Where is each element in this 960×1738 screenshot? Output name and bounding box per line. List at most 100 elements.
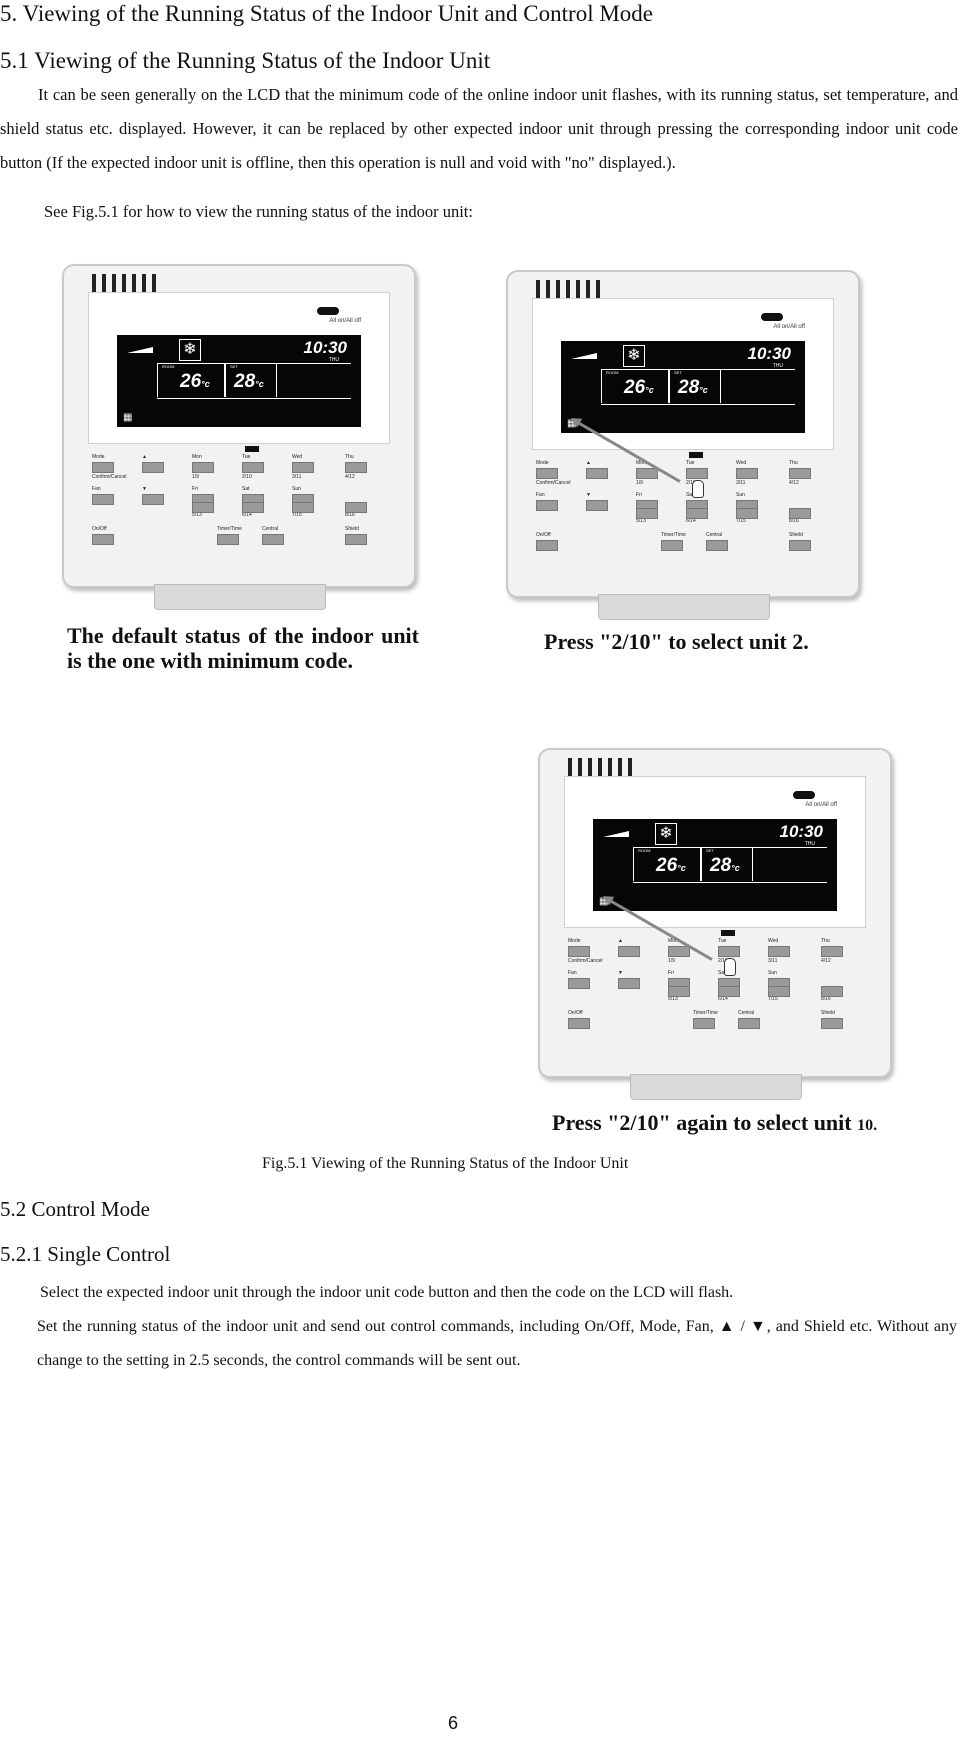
key-label-central: Central — [262, 526, 279, 532]
key-label-thu: Thu — [789, 460, 798, 466]
button-mode[interactable] — [536, 468, 558, 479]
set-temperature: 28°c — [710, 855, 740, 876]
button-up[interactable] — [586, 468, 608, 479]
key-label-b3_11: 3/11 — [768, 958, 778, 964]
button-timer[interactable] — [661, 540, 683, 551]
button-wed[interactable] — [768, 946, 790, 957]
key-label-onoff: On/Off — [92, 526, 107, 532]
paragraph-select-unit: Select the expected indoor unit through … — [40, 1284, 734, 1301]
button-tue[interactable] — [242, 462, 264, 473]
pressing-hand-icon — [724, 958, 736, 976]
button-onoff[interactable] — [536, 540, 558, 551]
button-day-row2[interactable] — [789, 508, 811, 519]
button-day-row2[interactable] — [345, 502, 367, 513]
button-day-row2[interactable] — [668, 986, 690, 997]
key-label-mode: Mode — [536, 460, 549, 466]
key-label-b2_10: 2/10 — [242, 474, 252, 480]
room-label: ROOM — [638, 848, 651, 853]
button-thu[interactable] — [821, 946, 843, 957]
button-fan[interactable] — [536, 500, 558, 511]
button-tue[interactable] — [686, 468, 708, 479]
button-mode[interactable] — [568, 946, 590, 957]
wall-mount-stand — [598, 594, 770, 620]
button-shield[interactable] — [821, 1018, 843, 1029]
key-label-sat: Sat — [718, 970, 726, 976]
key-label-fri: Fri — [192, 486, 198, 492]
key-label-b1_9: 1/9 — [668, 958, 675, 964]
button-central[interactable] — [706, 540, 728, 551]
see-figure-text: See Fig.5.1 for how to view the running … — [44, 202, 473, 221]
button-wed[interactable] — [292, 462, 314, 473]
button-tue[interactable] — [718, 946, 740, 957]
button-up[interactable] — [142, 462, 164, 473]
key-label-b4_12: 4/12 — [821, 958, 831, 964]
button-central[interactable] — [262, 534, 284, 545]
key-label-thu: Thu — [345, 454, 354, 460]
button-mon[interactable] — [668, 946, 690, 957]
room-label: ROOM — [606, 370, 619, 375]
lcd-day: THU — [804, 841, 815, 847]
button-fan[interactable] — [92, 494, 114, 505]
button-shield[interactable] — [789, 540, 811, 551]
button-down[interactable] — [586, 500, 608, 511]
caption-select-unit-10: Press "2/10" again to select unit 10. — [552, 1110, 878, 1135]
button-thu[interactable] — [345, 462, 367, 473]
paragraph-send-commands: Set the running status of the indoor uni… — [37, 1318, 957, 1369]
button-wed[interactable] — [736, 468, 758, 479]
button-day-row2[interactable] — [292, 502, 314, 513]
button-day-row2[interactable] — [192, 502, 214, 513]
key-label-tue: Tue — [242, 454, 251, 460]
all-on-off-indicator — [317, 307, 339, 315]
key-label-sun: Sun — [736, 492, 745, 498]
button-up[interactable] — [618, 946, 640, 957]
button-onoff[interactable] — [568, 1018, 590, 1029]
button-central[interactable] — [738, 1018, 760, 1029]
button-timer[interactable] — [693, 1018, 715, 1029]
key-label-central: Central — [738, 1010, 755, 1016]
button-day-row2[interactable] — [686, 508, 708, 519]
key-label-shield: Shield — [789, 532, 803, 538]
key-label-sat: Sat — [686, 492, 694, 498]
button-onoff[interactable] — [92, 534, 114, 545]
key-label-onoff: On/Off — [536, 532, 551, 538]
caption-default-status: The default status of the indoor unit is… — [67, 623, 419, 673]
fan-speed-icon — [127, 347, 153, 353]
set-temperature: 28°c — [234, 371, 264, 392]
lcd-time: 10:30 — [747, 344, 791, 363]
page-number: 6 — [448, 1713, 459, 1733]
key-label-b6_14: 6/14 — [686, 518, 696, 524]
key-label-fri: Fri — [636, 492, 642, 498]
button-thu[interactable] — [789, 468, 811, 479]
key-label-timer: Timer/Time — [693, 1010, 718, 1016]
key-label-wed: Wed — [292, 454, 303, 460]
button-down[interactable] — [618, 978, 640, 989]
button-mon[interactable] — [192, 462, 214, 473]
key-label-mode: Mode — [568, 938, 581, 944]
button-day-row2[interactable] — [736, 508, 758, 519]
button-day-row2[interactable] — [718, 986, 740, 997]
button-day-row2[interactable] — [768, 986, 790, 997]
button-down[interactable] — [142, 494, 164, 505]
button-fan[interactable] — [568, 978, 590, 989]
key-label-b7_15: 7/15 — [768, 996, 778, 1002]
button-mon[interactable] — [636, 468, 658, 479]
set-label: SET — [230, 364, 238, 369]
button-timer[interactable] — [217, 534, 239, 545]
button-day-row2[interactable] — [821, 986, 843, 997]
vent-slots — [536, 280, 600, 298]
button-day-row2[interactable] — [636, 508, 658, 519]
key-label-b3_11: 3/11 — [736, 480, 746, 486]
button-shield[interactable] — [345, 534, 367, 545]
button-mode[interactable] — [92, 462, 114, 473]
key-label-fan: Fan — [568, 970, 577, 976]
key-label-confirm: Confirm/Cancel — [536, 480, 571, 486]
button-day-row2[interactable] — [242, 502, 264, 513]
key-label-shield: Shield — [345, 526, 359, 532]
key-label-down: ▼ — [142, 486, 147, 492]
key-label-fan: Fan — [92, 486, 101, 492]
